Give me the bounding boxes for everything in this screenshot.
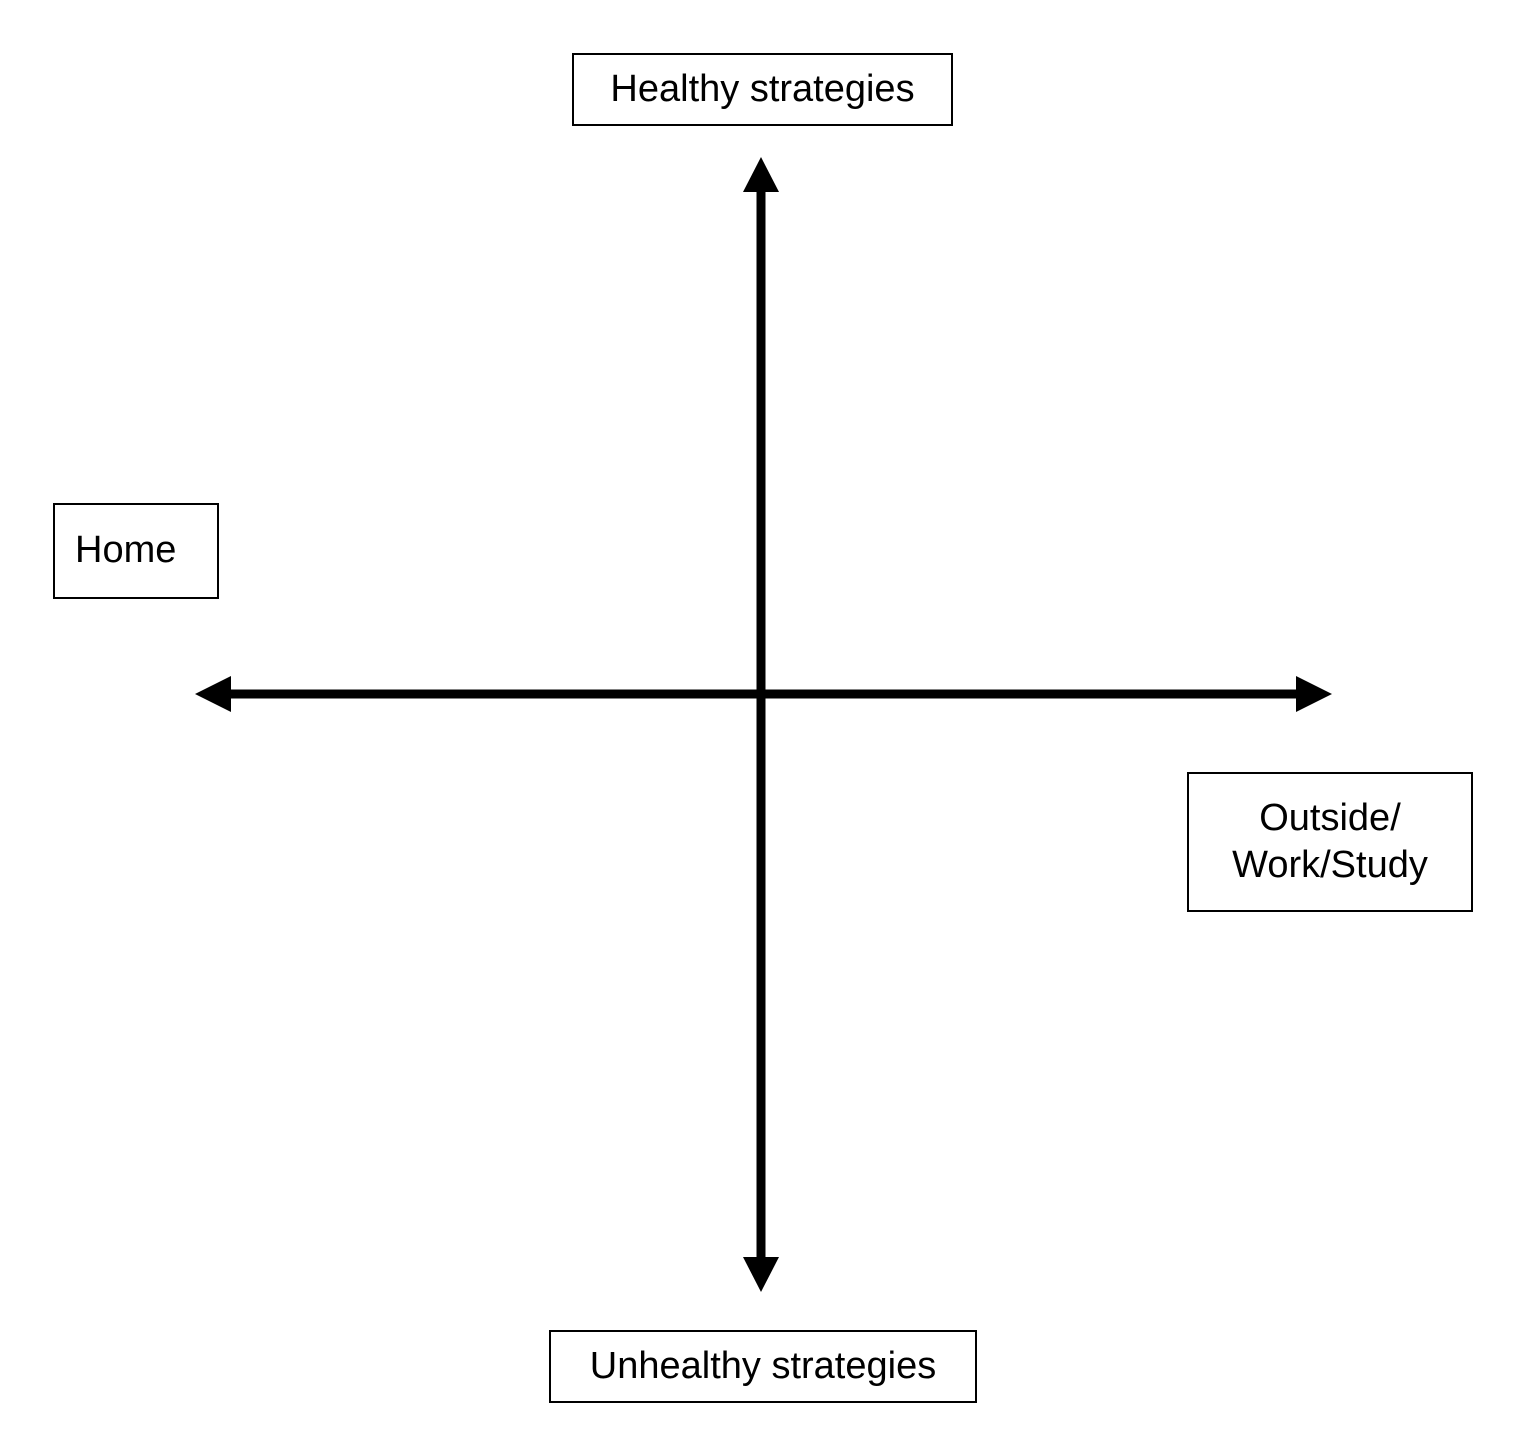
up-arrowhead	[743, 157, 779, 192]
healthy-strategies-text: Healthy strategies	[610, 67, 915, 110]
home-text: Home	[75, 529, 177, 572]
healthy-strategies-label: Healthy strategies	[572, 53, 953, 126]
right-arrowhead	[1296, 676, 1332, 712]
left-arrowhead	[195, 676, 231, 712]
outside-text: Outside/	[1259, 796, 1401, 839]
unhealthy-strategies-label: Unhealthy strategies	[549, 1330, 977, 1403]
work-study-text: Work/Study	[1232, 844, 1428, 886]
outside-work-study-label: Outside/ Work/Study	[1187, 772, 1473, 912]
down-arrowhead	[743, 1257, 779, 1292]
unhealthy-strategies-text: Unhealthy strategies	[589, 1344, 937, 1387]
home-label: Home	[53, 503, 219, 599]
